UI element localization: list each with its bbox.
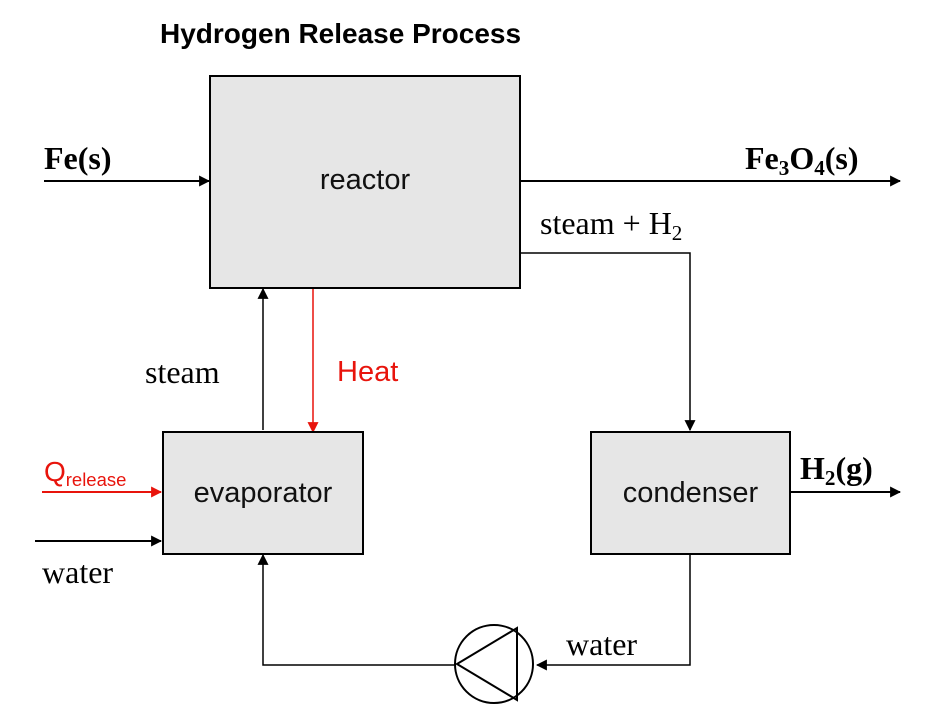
reactor-label: reactor — [319, 163, 411, 196]
h2-out-label: H2(g) — [800, 450, 873, 490]
condenser-label: condenser — [622, 476, 759, 509]
steam-h2-line — [520, 252, 696, 432]
steam-label: steam — [145, 354, 220, 390]
steam-h2-label: steam + H2 — [540, 205, 683, 245]
water-in-label: water — [42, 554, 114, 590]
evaporator-box: evaporator — [162, 431, 364, 555]
diagram-title: Hydrogen Release Process — [160, 18, 522, 49]
pump-to-evaporator-line — [257, 553, 455, 666]
fe-in-label: Fe(s) — [44, 140, 112, 176]
water-return-label: water — [566, 626, 638, 662]
evaporator-label: evaporator — [193, 476, 333, 509]
reactor-box: reactor — [209, 75, 521, 289]
pump-icon — [454, 624, 534, 704]
condenser-box: condenser — [590, 431, 791, 555]
fe3o4-out-label: Fe3O4(s) — [745, 140, 859, 180]
heat-label: Heat — [337, 356, 399, 388]
q-release-label: Qrelease — [44, 456, 127, 491]
water-return-line — [535, 554, 691, 671]
